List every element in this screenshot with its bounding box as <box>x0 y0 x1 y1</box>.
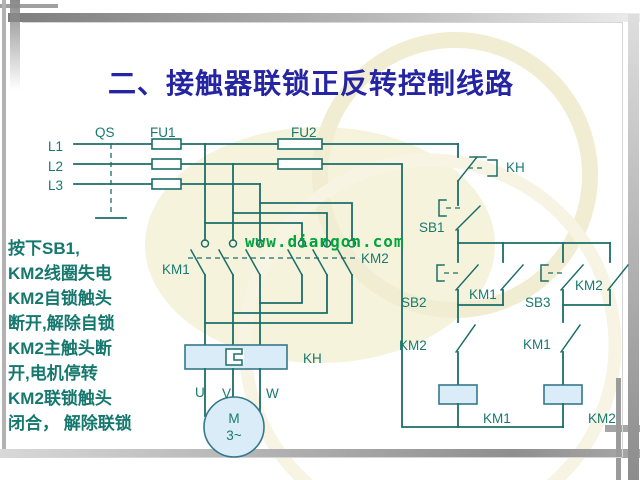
slide-frame <box>22 22 623 458</box>
label-motor-3ph: 3~ <box>226 428 242 443</box>
label-v: V <box>222 386 231 401</box>
label-fu2: FU2 <box>291 125 317 140</box>
label-km2-aux: KM2 <box>575 278 603 293</box>
contact-km2-main-1-terminal <box>297 239 307 248</box>
fuse-fu1-2 <box>151 158 182 170</box>
kh-thermal-symbol <box>487 159 498 177</box>
swirl-ring-1 <box>312 32 598 318</box>
contact-km1-main-2-terminal <box>228 239 238 248</box>
annotation-text: 按下SB1, KM2线圈失电 KM2自锁触头 断开,解除自锁 KM2主触头断 开… <box>8 236 168 436</box>
label-qs: QS <box>95 125 115 140</box>
bar-left-narrow <box>2 0 6 452</box>
wire-l2-control-rail <box>73 163 564 428</box>
label-kh-main: KH <box>303 351 322 366</box>
annotation-line: 断开,解除自锁 <box>8 314 115 333</box>
bar-right-narrow <box>616 378 621 480</box>
bar-right-wide <box>628 14 639 480</box>
kh-contact-blade <box>456 155 479 183</box>
annotation-line: 按下SB1, <box>8 239 80 258</box>
km1-aux-blade <box>499 263 525 292</box>
coil-km2 <box>543 384 583 405</box>
annotation-line: 闭合， 解除联锁 <box>8 414 132 433</box>
diagram-labels: L1 L2 L3 QS FU1 FU2 KM1 KM2 KH U V W M 3… <box>48 125 616 443</box>
kh-heater-notch-bg <box>226 349 244 365</box>
label-km1-aux: KM1 <box>469 287 497 302</box>
annotation-line: KM2自锁触头 <box>8 289 112 308</box>
km2-interlock-blade <box>454 323 477 354</box>
label-l3: L3 <box>48 178 63 193</box>
contact-km1-main-1-terminal <box>200 239 210 248</box>
bar-top-wide <box>8 13 640 22</box>
coil-km1 <box>438 384 478 405</box>
sb3-contact-blade <box>559 263 585 292</box>
label-km2-coil: KM2 <box>588 411 616 426</box>
label-km1-interlock: KM1 <box>523 337 551 352</box>
sb1-contact-blade <box>454 204 482 232</box>
km2-aux-blade <box>606 263 630 292</box>
label-km2-interlock: KM2 <box>399 338 427 353</box>
label-sb3: SB3 <box>525 295 551 310</box>
label-km2-main: KM2 <box>361 251 389 266</box>
main-circuit <box>184 143 358 458</box>
feed-km2-1 <box>204 222 303 241</box>
contact-km2-main-2-terminal <box>322 239 332 248</box>
label-km1-main: KM1 <box>162 262 190 277</box>
motor-leads <box>204 368 261 417</box>
km1-interlock-blade <box>559 323 582 354</box>
contact-km2-main-3-terminal <box>347 239 357 248</box>
feed-km2-2 <box>232 212 328 241</box>
km2-output-1 <box>259 274 303 304</box>
km2-output-3 <box>204 274 353 324</box>
fuse-fu1-1 <box>151 138 182 150</box>
motor <box>203 396 265 458</box>
label-l2: L2 <box>48 159 63 174</box>
kh-heater-element <box>225 348 243 366</box>
label-km1-coil: KM1 <box>483 411 511 426</box>
label-u: U <box>195 385 205 400</box>
fuse-fu1-3 <box>151 178 182 190</box>
watermark: www.diangon.com <box>245 232 405 251</box>
km2-output-2 <box>232 274 328 314</box>
control-circuit <box>436 143 630 428</box>
sb1-actuator <box>438 199 447 217</box>
slide-title: 二、接触器联锁正反转控制线路 <box>107 68 514 99</box>
power-section <box>73 138 564 428</box>
sb2-actuator <box>436 264 445 282</box>
km1-outputs <box>204 274 261 346</box>
label-l1: L1 <box>48 139 63 154</box>
bar-left-wide <box>10 0 20 90</box>
sb2-contact-blade <box>454 263 480 292</box>
label-kh-ctrl: KH <box>506 160 525 175</box>
contact-km1-main-blades <box>189 248 262 277</box>
bar-bottom-wide <box>0 449 640 458</box>
feed-km2-3 <box>259 202 353 241</box>
contact-km2-main-blades <box>286 248 354 277</box>
label-w: W <box>266 386 279 401</box>
label-sb2: SB2 <box>401 295 427 310</box>
fuse-fu2-2 <box>277 158 323 170</box>
label-fu1: FU1 <box>150 125 176 140</box>
bar-top-narrow <box>0 4 58 8</box>
fuse-fu2-1 <box>277 138 323 150</box>
annotation-line: 开,电机停转 <box>8 364 98 383</box>
label-motor-m: M <box>228 411 239 426</box>
annotation-line: KM2主触头断 <box>8 339 112 358</box>
annotation-line: KM2联锁触头 <box>8 389 112 408</box>
annotation-line: KM2线圈失电 <box>8 264 112 283</box>
sb3-actuator <box>540 264 549 282</box>
contact-km1-main-3-terminal <box>255 239 265 248</box>
label-sb1: SB1 <box>419 220 445 235</box>
